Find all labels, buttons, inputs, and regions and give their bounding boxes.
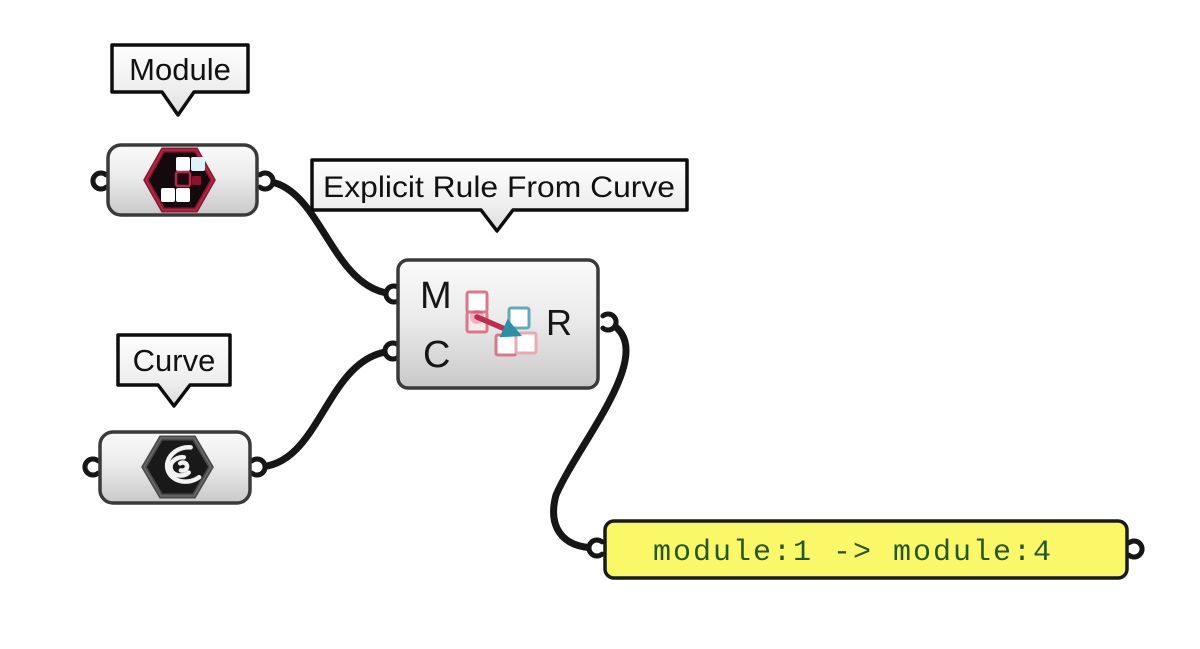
tooltip-module-bubble [110, 43, 250, 117]
curve-hexagon-icon [141, 435, 214, 499]
rule-transform-icon [465, 290, 538, 357]
ports [82, 170, 1145, 560]
rule-input-m-port[interactable] [383, 283, 402, 305]
tooltip-module: Module [110, 43, 250, 117]
panel-input-port[interactable] [586, 537, 605, 559]
tooltip-curve-label: Curve [133, 343, 216, 378]
rule-output-r-port[interactable] [600, 311, 619, 333]
wire-curve-to-c[interactable] [253, 347, 397, 471]
panel-output-port[interactable] [1126, 538, 1145, 560]
tooltip-module-label: Module [129, 52, 231, 87]
wire-r-to-panel[interactable] [550, 318, 630, 552]
tooltip-curve: Curve [116, 333, 232, 408]
tooltip-curve-bubble [116, 333, 232, 408]
tooltip-rule-label: Explicit Rule From Curve [323, 171, 675, 204]
panel-value-text: module:1 -> module:4 [653, 536, 1053, 570]
curve-param-component[interactable] [98, 430, 252, 505]
rule-component[interactable]: M C R [396, 258, 600, 390]
rule-input-c-label: C [423, 334, 450, 376]
curve-output-port[interactable] [249, 456, 268, 478]
tooltip-rule-bubble [310, 158, 689, 233]
module-param-component[interactable] [106, 143, 259, 217]
panel-body[interactable] [603, 519, 1129, 580]
curve-input-port[interactable] [82, 456, 101, 478]
mapping-arrow-head [499, 318, 522, 338]
tooltip-rule: Explicit Rule From Curve [310, 158, 689, 233]
wire-module-to-m[interactable] [261, 177, 398, 298]
mapping-arrow-shaft [474, 314, 508, 332]
panel-component[interactable]: module:1 -> module:4 [603, 519, 1129, 580]
module-output-port[interactable] [257, 170, 276, 192]
module-input-port[interactable] [90, 170, 109, 192]
rule-output-r-label: R [546, 302, 572, 343]
wires [253, 177, 630, 552]
rule-input-m-label: M [420, 275, 452, 317]
module-hexagon-icon [143, 147, 216, 213]
rule-input-c-port[interactable] [382, 340, 401, 362]
